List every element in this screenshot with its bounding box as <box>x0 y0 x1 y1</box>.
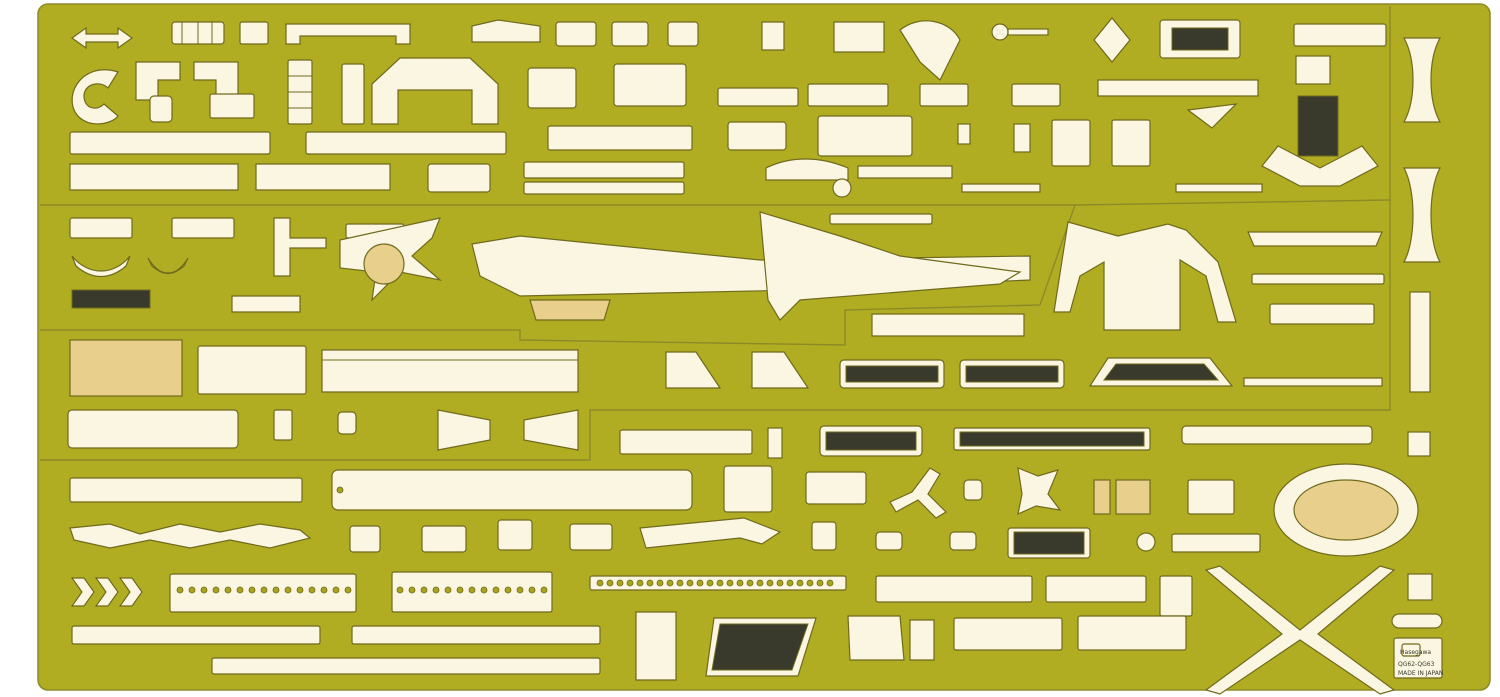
etched-hole <box>686 579 694 587</box>
made-in-japan-text: MADE IN JAPAN <box>1398 670 1443 677</box>
etched-hole <box>308 586 316 594</box>
brand-block: Hasegawa QG62-QG63 MADE IN JAPAN <box>1393 637 1443 679</box>
row-6-parts <box>67 409 1431 459</box>
etched-hole <box>468 586 476 594</box>
product-code: QG62-QG63 <box>1398 661 1435 668</box>
brand-logo-text: Hasegawa <box>1400 649 1431 656</box>
etched-hole <box>456 586 464 594</box>
etched-hole <box>606 579 614 587</box>
row-4-parts <box>69 211 1431 393</box>
etched-hole <box>200 586 208 594</box>
etched-hole <box>444 586 452 594</box>
etched-hole <box>696 579 704 587</box>
etched-hole <box>320 586 328 594</box>
etched-hole <box>248 586 256 594</box>
etched-hole <box>716 579 724 587</box>
row-7-parts <box>69 463 1419 557</box>
etched-hole <box>786 579 794 587</box>
row-5-parts <box>69 339 1383 397</box>
etched-hole <box>676 579 684 587</box>
etched-hole <box>706 579 714 587</box>
etched-hole <box>826 579 834 587</box>
etched-hole <box>726 579 734 587</box>
etched-hole <box>766 579 774 587</box>
etched-hole <box>776 579 784 587</box>
etched-hole <box>272 586 280 594</box>
row-10-parts <box>71 611 1443 681</box>
row-8-parts <box>69 517 1261 559</box>
etched-hole <box>504 586 512 594</box>
etched-hole <box>816 579 824 587</box>
etched-hole <box>432 586 440 594</box>
etched-hole <box>480 586 488 594</box>
etched-hole <box>396 586 404 594</box>
etched-hole <box>408 586 416 594</box>
etched-hole <box>344 586 352 594</box>
etched-hole <box>540 586 548 594</box>
etched-hole <box>492 586 500 594</box>
etched-hole <box>176 586 184 594</box>
row-1-parts <box>70 17 1442 123</box>
fret-plate <box>37 3 1491 691</box>
etched-hole <box>212 586 220 594</box>
etched-hole <box>260 586 268 594</box>
etched-hole <box>666 579 674 587</box>
etched-hole <box>596 579 604 587</box>
etched-hole <box>626 579 634 587</box>
etched-hole <box>420 586 428 594</box>
etched-hole <box>796 579 804 587</box>
etched-hole <box>336 486 344 494</box>
etched-hole <box>528 586 536 594</box>
etched-hole <box>616 579 624 587</box>
etched-hole <box>656 579 664 587</box>
hole-pattern <box>176 486 834 594</box>
row-2-parts <box>71 55 1442 263</box>
etched-hole <box>516 586 524 594</box>
etched-hole <box>236 586 244 594</box>
etched-hole <box>756 579 764 587</box>
etched-hole <box>332 586 340 594</box>
etched-hole <box>284 586 292 594</box>
row-3-parts <box>69 115 1379 198</box>
etched-hole <box>296 586 304 594</box>
etched-hole <box>646 579 654 587</box>
etched-hole <box>746 579 754 587</box>
etched-hole <box>224 586 232 594</box>
etched-hole <box>188 586 196 594</box>
etched-hole <box>636 579 644 587</box>
etched-hole <box>736 579 744 587</box>
etched-hole <box>806 579 814 587</box>
section-dividers <box>40 6 1391 461</box>
